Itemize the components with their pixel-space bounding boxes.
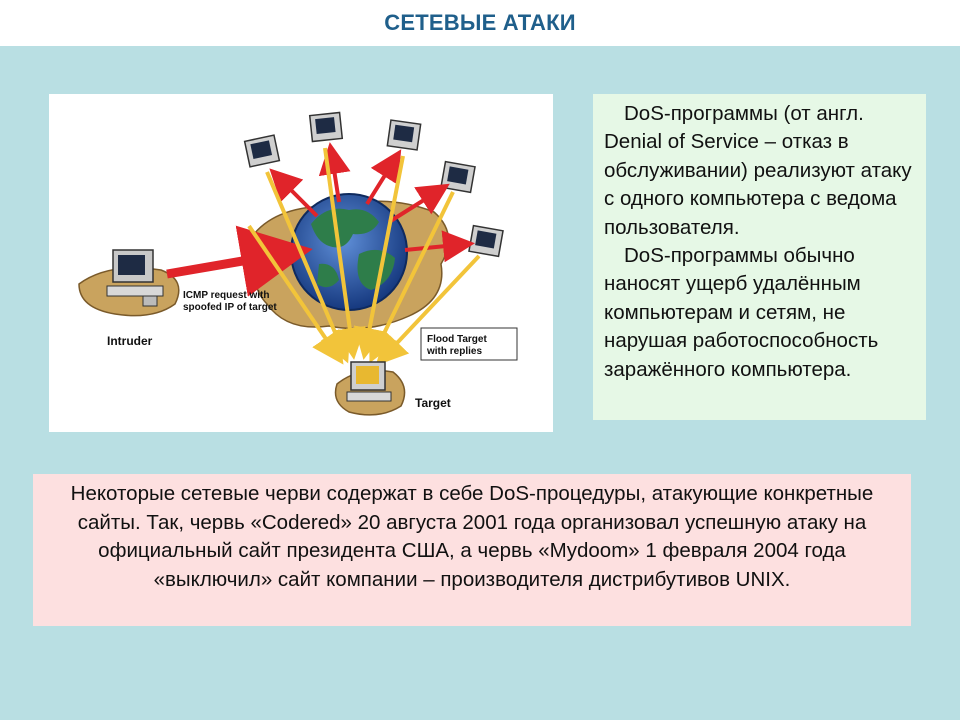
network-computer-icon: [243, 134, 281, 168]
network-computer-icon: [468, 224, 504, 258]
header-bar: СЕТЕВЫЕ АТАКИ: [0, 0, 960, 46]
dos-attack-illustration: Intruder ICMP request with spoofed IP of…: [49, 94, 553, 432]
worm-example-box: Некоторые сетевые черви содержат в себе …: [33, 474, 911, 626]
globe-land: [311, 208, 395, 290]
network-computer-icon: [386, 119, 422, 151]
icmp-label-line1: ICMP request with: [183, 290, 270, 301]
flood-label-line1: Flood Target: [427, 334, 487, 345]
target-label: Target: [415, 396, 451, 410]
icmp-label-line2: spoofed IP of target: [183, 302, 277, 313]
network-computer-icon: [440, 160, 476, 194]
slide-title: СЕТЕВЫЕ АТАКИ: [384, 10, 576, 35]
intruder-label: Intruder: [107, 334, 153, 348]
dos-paragraph-2: DoS-программы обычно наносят ущерб удалё…: [604, 244, 879, 381]
dos-paragraph-1: DoS-программы (от англ. Denial of Servic…: [604, 102, 912, 239]
target-computer-icon: [346, 361, 392, 402]
worm-example-text: Некоторые сетевые черви содержат в себе …: [70, 482, 874, 591]
network-computer-icon: [308, 111, 344, 143]
dos-description-box: DoS-программы (от англ. Denial of Servic…: [593, 94, 926, 420]
intruder-computer-icon: [106, 249, 164, 307]
flood-label-line2: with replies: [426, 346, 482, 357]
